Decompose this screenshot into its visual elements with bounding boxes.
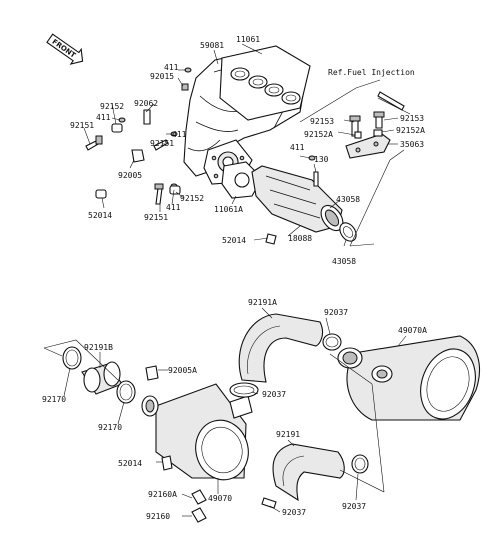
- label-411-c: 411: [172, 130, 187, 139]
- label-11061: 11061: [236, 35, 260, 44]
- plug-52014-lower: [161, 455, 173, 471]
- label-411-b: 411: [96, 113, 111, 122]
- label-92191B: 92191B: [84, 343, 113, 352]
- label-49070A: 49070A: [398, 326, 427, 335]
- label-11061A: 11061A: [214, 205, 243, 214]
- label-43058-b: 43058: [332, 257, 356, 266]
- label-130: 130: [314, 155, 329, 164]
- hose-92191B: [81, 361, 123, 395]
- label-92191: 92191: [276, 430, 300, 439]
- label-18088: 18088: [288, 234, 312, 243]
- label-92153-a: 92153: [310, 117, 334, 126]
- label-92170-a: 92170: [42, 395, 66, 404]
- hose-92191A: [238, 313, 324, 383]
- fitting-92005A: [145, 365, 159, 381]
- label-52014-c: 52014: [118, 459, 142, 468]
- gasket-11061A: [221, 161, 263, 199]
- clamps: [62, 333, 369, 523]
- label-92153-b: 92153: [400, 114, 424, 123]
- label-52014-b: 52014: [222, 236, 246, 245]
- label-92037-b: 92037: [262, 390, 286, 399]
- label-92191A: 92191A: [248, 298, 277, 307]
- label-59081: 59081: [200, 41, 224, 50]
- label-92152A-a: 92152A: [304, 130, 333, 139]
- bracket-35063: [345, 133, 391, 159]
- fitting-92160: [191, 507, 207, 523]
- leader-lines-top: [83, 43, 411, 247]
- manifold-gasket-11061: [219, 45, 311, 121]
- label-92062: 92062: [134, 99, 158, 108]
- muffler-49070A: [337, 335, 480, 421]
- label-92151-c: 92151: [144, 213, 168, 222]
- fasteners: [85, 67, 385, 245]
- label-92152-b: 92152: [180, 194, 204, 203]
- front-arrow-icon: FRONT: [46, 33, 84, 65]
- label-92005: 92005: [118, 171, 142, 180]
- label-35063: 35063: [400, 140, 424, 149]
- exhaust-pipe-18088: [251, 165, 344, 233]
- clamp-92037-a: [322, 333, 342, 351]
- clamp-43058: [339, 222, 357, 242]
- clamp-92037-d: [351, 454, 369, 474]
- label-49070: 49070: [208, 494, 232, 503]
- label-92151-a: 92151: [70, 121, 94, 130]
- label-92160: 92160: [146, 512, 170, 521]
- label-411-e: 411: [290, 143, 305, 152]
- clamp-92037-b: [229, 382, 259, 398]
- label-92151-b: 92151: [150, 139, 174, 148]
- label-43058-a: 43058: [336, 195, 360, 204]
- label-92170-b: 92170: [98, 423, 122, 432]
- muffler-49070: [141, 383, 253, 481]
- reference-note: Ref.Fuel Injection: [328, 68, 415, 77]
- label-92015: 92015: [150, 72, 174, 81]
- clamp-92037-c: [261, 497, 277, 509]
- label-411-d: 411: [166, 203, 181, 212]
- fuel-injection-reference: [377, 91, 405, 111]
- label-92160A: 92160A: [148, 490, 177, 499]
- label-92005A: 92005A: [168, 366, 197, 375]
- label-92037-a: 92037: [324, 308, 348, 317]
- label-92152-a: 92152: [100, 102, 124, 111]
- hose-92191: [272, 443, 345, 502]
- fitting-92160A: [191, 489, 207, 505]
- label-92037-d: 92037: [342, 502, 366, 511]
- label-52014-a: 52014: [88, 211, 112, 220]
- label-92037-c: 92037: [282, 508, 306, 517]
- label-411-a: 411: [164, 63, 179, 72]
- leader-lines-bottom: [43, 307, 407, 517]
- label-92152A-b: 92152A: [396, 126, 425, 135]
- part-labels: Ref.Fuel Injection 11061 59081 411 92015…: [42, 35, 427, 521]
